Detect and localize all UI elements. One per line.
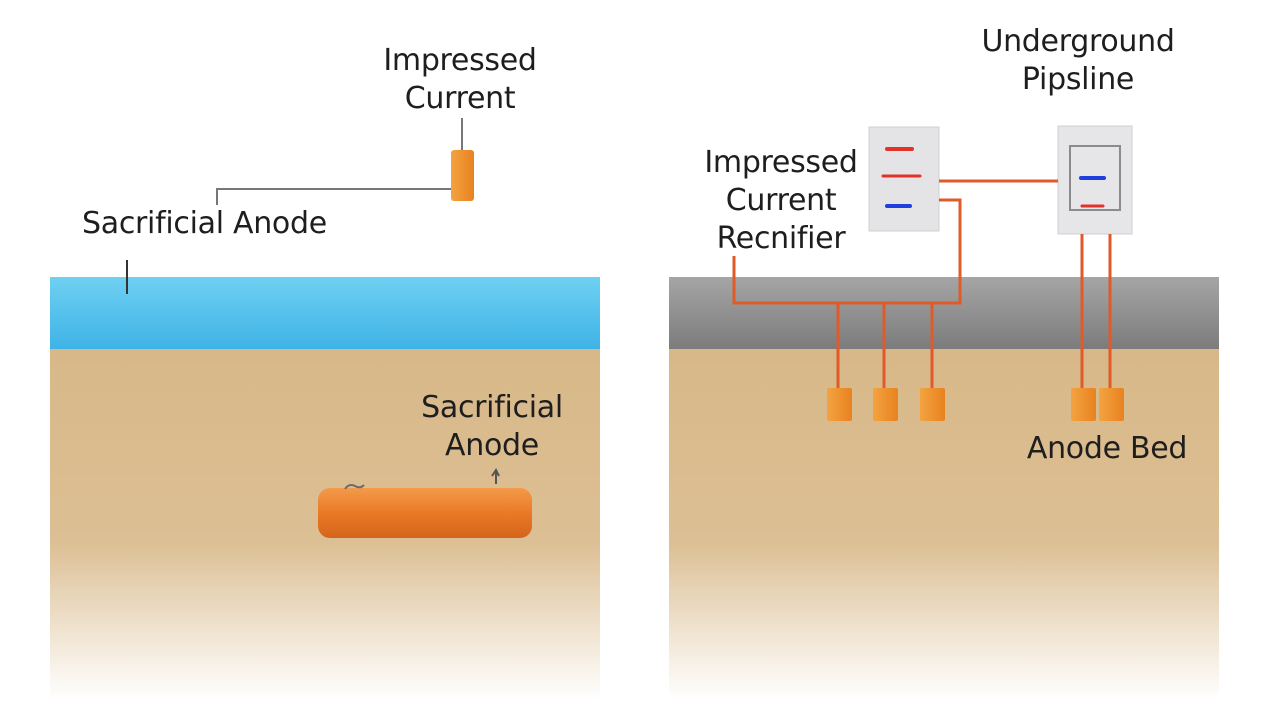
label-line: Sacrificial bbox=[421, 390, 563, 425]
label-buried-sacrificial-anode: Sacrificial Anode bbox=[406, 389, 578, 465]
label-line: Recnifier bbox=[716, 221, 846, 256]
water-layer bbox=[50, 277, 600, 349]
label-line: Impressed bbox=[383, 43, 537, 78]
label-anode-bed: Anode Bed bbox=[1010, 430, 1204, 468]
anode bbox=[920, 388, 945, 421]
pavement-layer bbox=[669, 277, 1219, 349]
pipe-connector-icon bbox=[344, 484, 365, 490]
label-underground-pipeline: Underground Pipsline bbox=[966, 23, 1190, 99]
label-line: Pipsline bbox=[1021, 62, 1135, 97]
anode bbox=[873, 388, 898, 421]
right-panel bbox=[669, 125, 1219, 700]
anode bbox=[1071, 388, 1096, 421]
label-line: Current bbox=[725, 183, 837, 218]
label-sacrificial-anode: Sacrificial Anode bbox=[82, 205, 327, 243]
label-impressed-current-rectifier: Impressed Current Recnifier bbox=[692, 144, 870, 258]
leader-line bbox=[216, 188, 452, 205]
impressed-current-anode bbox=[451, 150, 474, 201]
left-panel bbox=[50, 118, 600, 700]
label-line: Underground bbox=[981, 24, 1175, 59]
pipeline-box-inner bbox=[1069, 145, 1121, 211]
wiring bbox=[732, 179, 1112, 390]
label-line: Current bbox=[404, 81, 516, 116]
label-line: Sacrificial Anode bbox=[82, 206, 327, 241]
anode bbox=[827, 388, 852, 421]
rectifier-box bbox=[868, 126, 940, 232]
pipe-terminal-icon bbox=[491, 468, 500, 484]
anode bbox=[1099, 388, 1124, 421]
anode-bed bbox=[827, 388, 1124, 421]
label-line: Impressed bbox=[704, 145, 858, 180]
buried-pipe bbox=[318, 488, 532, 538]
label-impressed-current: Impressed Current bbox=[372, 42, 548, 118]
label-line: Anode Bed bbox=[1026, 431, 1188, 466]
label-line: Anode bbox=[445, 428, 539, 463]
